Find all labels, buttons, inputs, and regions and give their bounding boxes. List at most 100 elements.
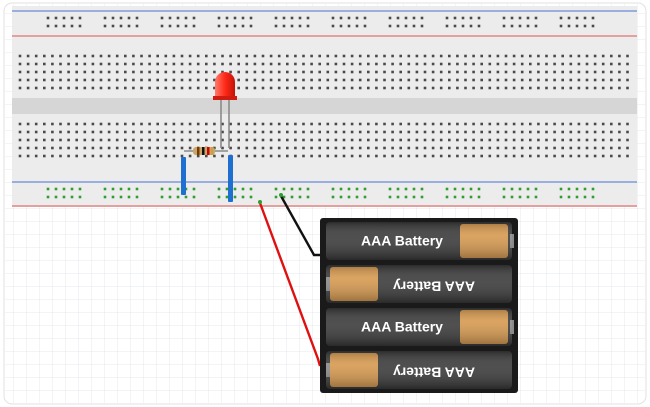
terminal-hole (34, 122, 38, 126)
resistor[interactable] (184, 147, 228, 155)
terminal-hole (577, 154, 581, 158)
terminal-hole (107, 138, 111, 142)
terminal-hole (310, 86, 313, 90)
terminal-hole (334, 146, 338, 150)
rail-hole (176, 195, 180, 199)
rail-hole (559, 195, 563, 199)
terminal-hole (245, 122, 249, 126)
terminal-hole (480, 130, 483, 134)
terminal-hole (488, 70, 492, 74)
rail-hole (135, 187, 139, 191)
terminal-hole (423, 86, 427, 90)
terminal-hole (302, 70, 305, 74)
battery-label: AAA Battery (393, 278, 475, 294)
rail-hole (249, 187, 253, 191)
terminal-hole (188, 78, 192, 82)
terminal-hole (83, 62, 87, 66)
terminal-hole (148, 70, 151, 74)
terminal-hole (229, 54, 232, 58)
terminal-hole (318, 122, 321, 126)
terminal-hole (367, 138, 370, 142)
terminal-hole (326, 130, 330, 134)
terminal-hole (529, 154, 532, 158)
rail-hole (282, 195, 286, 199)
terminal-hole (213, 122, 216, 126)
terminal-hole (188, 62, 192, 66)
terminal-hole (221, 70, 224, 74)
rail-hole (534, 16, 538, 20)
rail-hole (420, 187, 424, 191)
resistor-band-3 (207, 147, 210, 155)
terminal-hole (626, 146, 629, 150)
black-wire[interactable] (279, 195, 321, 257)
rail-hole (119, 24, 123, 28)
terminal-hole (245, 54, 249, 58)
terminal-hole (221, 122, 224, 126)
red-wire[interactable] (258, 202, 322, 367)
terminal-hole (545, 154, 548, 158)
terminal-hole (253, 154, 257, 158)
terminal-hole (610, 62, 613, 66)
rail-hole (502, 24, 506, 28)
jumper-wire-left[interactable] (181, 157, 186, 195)
terminal-hole (172, 70, 176, 74)
terminal-hole (26, 78, 30, 82)
terminal-hole (99, 122, 103, 126)
terminal-hole (407, 146, 411, 150)
terminal-hole (504, 138, 508, 142)
terminal-hole (302, 154, 305, 158)
led[interactable] (213, 72, 237, 148)
terminal-hole (456, 62, 459, 66)
rail-hole (347, 187, 351, 191)
rail-hole (62, 16, 66, 20)
terminal-hole (464, 78, 467, 82)
terminal-hole (75, 154, 78, 158)
terminal-hole (310, 130, 313, 134)
terminal-hole (253, 130, 257, 134)
terminal-hole (553, 78, 556, 82)
terminal-hole (67, 146, 70, 150)
terminal-hole (132, 86, 135, 90)
terminal-hole (350, 154, 354, 158)
terminal-hole (488, 62, 492, 66)
terminal-hole (464, 86, 467, 90)
terminal-hole (59, 78, 62, 82)
terminal-hole (537, 62, 540, 66)
terminal-hole (585, 138, 589, 142)
rail-hole (298, 187, 302, 191)
terminal-hole (334, 70, 338, 74)
terminal-hole (140, 154, 143, 158)
rail-hole (160, 16, 164, 20)
terminal-hole (456, 122, 459, 126)
terminal-hole (261, 78, 265, 82)
terminal-hole (480, 62, 483, 66)
rail-hole (306, 16, 310, 20)
terminal-hole (213, 78, 216, 82)
terminal-hole (610, 130, 613, 134)
terminal-hole (431, 146, 435, 150)
rail-hole (111, 187, 115, 191)
jumper-wire-right[interactable] (228, 155, 233, 202)
rail-hole (331, 187, 335, 191)
terminal-hole (26, 70, 30, 74)
terminal-hole (294, 86, 297, 90)
terminal-hole (618, 86, 621, 90)
terminal-hole (448, 54, 451, 58)
rail-hole (510, 187, 514, 191)
terminal-hole (391, 78, 394, 82)
terminal-hole (132, 138, 135, 142)
terminal-hole (569, 138, 573, 142)
rail-hole (461, 195, 465, 199)
red-wire-pin (258, 200, 262, 204)
rail-hole (274, 24, 278, 28)
terminal-hole (286, 146, 289, 150)
terminal-hole (99, 86, 103, 90)
terminal-hole (59, 130, 62, 134)
terminal-hole (172, 122, 176, 126)
terminal-hole (601, 138, 605, 142)
terminal-hole (148, 154, 151, 158)
rail-hole (420, 195, 424, 199)
terminal-hole (610, 122, 613, 126)
rail-hole (363, 24, 367, 28)
